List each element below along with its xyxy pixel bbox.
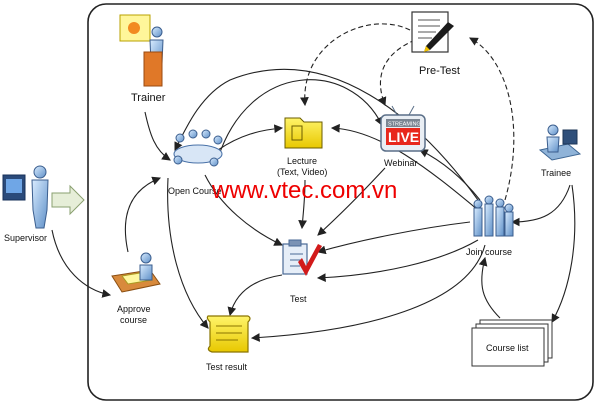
edge-webinar-test: [317, 167, 386, 236]
edge-open-webinar: [217, 79, 383, 159]
edge-join-lecture: [330, 123, 479, 211]
watermark-text: www.vtec.com.vn: [211, 177, 397, 204]
webinar-label: Webinar: [384, 158, 417, 168]
trainee-label: Trainee: [541, 168, 571, 178]
course-list-node: Course list: [471, 319, 553, 367]
edge-trainer-open: [144, 111, 171, 161]
system-boundary-frame: [87, 3, 594, 401]
course-list-label: Course list: [486, 343, 529, 353]
edge-join-test-2: [316, 239, 479, 283]
edge-trainee-courselist: [551, 184, 576, 323]
pre-test-node: Pre-Test: [411, 11, 460, 77]
test-result-node: Test result: [206, 315, 251, 372]
join-course-node: Join course: [466, 195, 514, 257]
arrow-right-icon: [51, 184, 85, 216]
trainee-node: Trainee: [538, 124, 582, 178]
test-label: Test: [290, 294, 307, 304]
edge-courselist-join: [478, 256, 501, 319]
red-check-mark-icon: [298, 244, 322, 276]
live-badge-text: LIVE: [388, 129, 419, 145]
meeting-table-icon: [173, 144, 223, 164]
edge-join-webinar: [419, 149, 481, 201]
lecture-node: Lecture (Text, Video): [277, 117, 327, 177]
join-course-label: Join course: [466, 247, 512, 257]
edge-trainee-join: [510, 184, 571, 227]
podium-icon: [143, 51, 163, 87]
edge-supervisor-approve: [51, 229, 112, 298]
trainee-group-icon: [473, 199, 483, 209]
edge-approve-open: [124, 176, 162, 253]
open-course-label: Open Course: [168, 186, 222, 196]
edge-open-test: [204, 174, 283, 246]
trainee-person-icon: [547, 124, 559, 136]
lecture-label-line2: (Text, Video): [277, 167, 327, 177]
edge-join-test-1: [316, 221, 471, 255]
supervisor-label: Supervisor: [4, 233, 47, 243]
flow-edges: [51, 69, 576, 342]
edge-join-testresult: [250, 244, 486, 342]
dashed-edges: [300, 23, 515, 201]
edge-join-pretest: [469, 37, 515, 201]
approve-course-node: Approve course: [111, 252, 161, 325]
edge-pretest-webinar: [378, 39, 416, 107]
approve-course-label-line1: Approve: [117, 304, 151, 314]
open-course-node: Open Course: [168, 129, 223, 196]
approver-person-icon: [140, 252, 152, 264]
supervisor-person-icon: [33, 165, 47, 179]
edge-lecture-test: [298, 179, 307, 230]
supervisor-node: Supervisor: [2, 165, 85, 243]
pre-test-label: Pre-Test: [419, 65, 460, 77]
approve-course-label-line2: course: [120, 315, 147, 325]
trainer-person-icon: [151, 26, 163, 38]
scroll-document-icon: [206, 315, 251, 353]
edge-test-testresult: [227, 274, 283, 317]
test-result-label: Test result: [206, 362, 248, 372]
edge-pretest-lecture: [300, 23, 411, 107]
edge-join-open: [174, 69, 479, 201]
folder-icon: [284, 117, 323, 149]
lecture-label-line1: Lecture: [287, 156, 317, 166]
edge-open-lecture: [217, 124, 284, 151]
trainer-node: Trainer: [119, 14, 166, 104]
streaming-badge-text: STREAMING: [388, 122, 421, 128]
webinar-node: STREAMING LIVE Webinar: [380, 105, 426, 168]
test-node: Test: [282, 239, 322, 304]
trainer-label: Trainer: [131, 92, 166, 104]
edge-open-testresult: [167, 177, 209, 329]
